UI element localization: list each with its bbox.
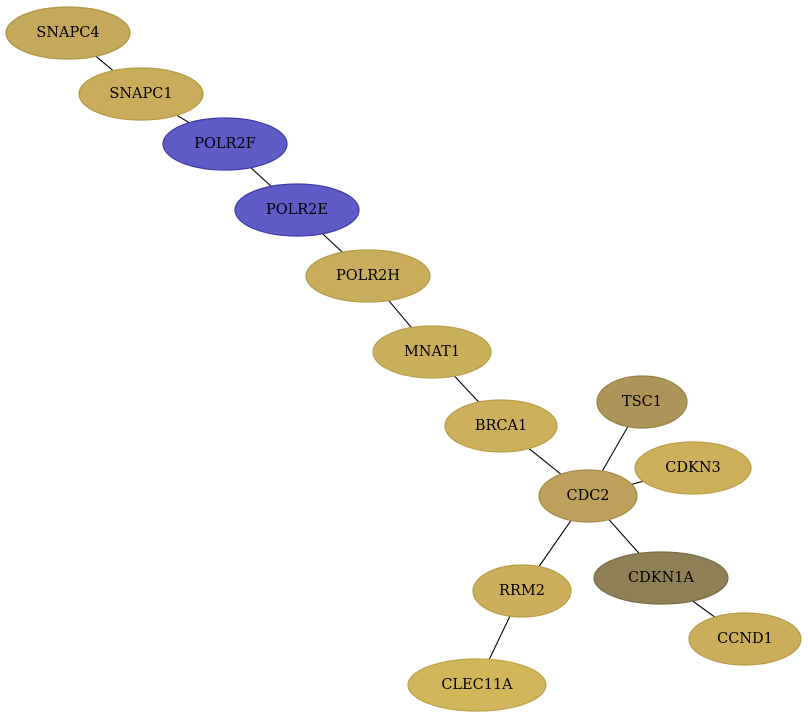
node-shape[interactable] bbox=[305, 249, 431, 303]
node-shape[interactable] bbox=[472, 564, 572, 618]
node-snapc4[interactable]: SNAPC4 bbox=[5, 6, 131, 60]
node-label: CDC2 bbox=[566, 488, 609, 504]
node-cdkn1a[interactable]: CDKN1A bbox=[593, 551, 729, 605]
node-clec11a[interactable]: CLEC11A bbox=[407, 658, 547, 712]
node-shape[interactable] bbox=[78, 67, 204, 121]
node-label: TSC1 bbox=[622, 394, 662, 410]
node-label: POLR2F bbox=[194, 136, 255, 152]
node-shape[interactable] bbox=[234, 183, 360, 237]
node-label: CCND1 bbox=[717, 631, 773, 647]
node-shape[interactable] bbox=[538, 469, 638, 523]
node-label: POLR2E bbox=[266, 202, 328, 218]
node-shape[interactable] bbox=[634, 441, 752, 495]
node-snapc1[interactable]: SNAPC1 bbox=[78, 67, 204, 121]
node-shape[interactable] bbox=[593, 551, 729, 605]
node-polr2h[interactable]: POLR2H bbox=[305, 249, 431, 303]
node-polr2f[interactable]: POLR2F bbox=[162, 117, 288, 171]
node-cdc2[interactable]: CDC2 bbox=[538, 469, 638, 523]
node-label: MNAT1 bbox=[404, 344, 460, 360]
node-label: SNAPC1 bbox=[109, 86, 172, 102]
node-brca1[interactable]: BRCA1 bbox=[444, 399, 558, 453]
node-cdkn3[interactable]: CDKN3 bbox=[634, 441, 752, 495]
node-mnat1[interactable]: MNAT1 bbox=[372, 325, 492, 379]
node-ccnd1[interactable]: CCND1 bbox=[688, 612, 802, 666]
node-label: CDKN3 bbox=[665, 460, 720, 476]
node-label: RRM2 bbox=[499, 583, 545, 599]
node-shape[interactable] bbox=[407, 658, 547, 712]
node-shape[interactable] bbox=[162, 117, 288, 171]
node-polr2e[interactable]: POLR2E bbox=[234, 183, 360, 237]
node-shape[interactable] bbox=[596, 375, 688, 429]
node-label: POLR2H bbox=[336, 268, 400, 284]
node-shape[interactable] bbox=[5, 6, 131, 60]
node-shape[interactable] bbox=[444, 399, 558, 453]
node-shape[interactable] bbox=[688, 612, 802, 666]
node-label: CDKN1A bbox=[628, 570, 694, 586]
node-tsc1[interactable]: TSC1 bbox=[596, 375, 688, 429]
node-label: BRCA1 bbox=[475, 418, 527, 434]
node-label: CLEC11A bbox=[441, 677, 513, 693]
node-rrm2[interactable]: RRM2 bbox=[472, 564, 572, 618]
node-label: SNAPC4 bbox=[36, 25, 99, 41]
node-shape[interactable] bbox=[372, 325, 492, 379]
